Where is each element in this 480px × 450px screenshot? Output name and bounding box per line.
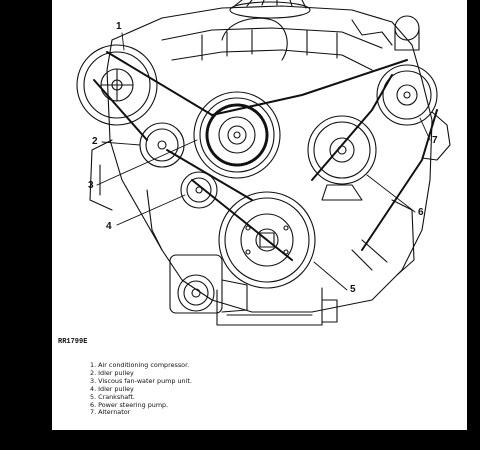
legend-item: 7. Alternator bbox=[90, 408, 131, 417]
alternator bbox=[376, 64, 451, 161]
callout-3: 3 bbox=[88, 180, 94, 191]
lower-motor bbox=[169, 254, 248, 314]
legend-item: 2. Idler pulley bbox=[90, 368, 134, 377]
engine-belt-drawing bbox=[76, 0, 451, 326]
legend-item: 5. Crankshaft. bbox=[90, 392, 135, 401]
callout-1: 1 bbox=[116, 21, 122, 32]
leader-lines bbox=[96, 32, 431, 291]
callout-4: 4 bbox=[106, 221, 112, 232]
crankshaft-pulley bbox=[218, 191, 316, 289]
idler-pulley-lower bbox=[180, 171, 218, 209]
callout-7: 7 bbox=[432, 135, 438, 146]
ac-compressor bbox=[76, 44, 158, 126]
legend-list: 1. Air conditioning compressor. 2. Idler… bbox=[90, 361, 192, 417]
legend-item: 3. Viscous fan-water pump unit. bbox=[90, 376, 192, 385]
callout-2: 2 bbox=[92, 136, 98, 147]
callout-5: 5 bbox=[350, 284, 356, 295]
vacuum-canister bbox=[394, 15, 420, 51]
distributor bbox=[221, 0, 311, 61]
viscous-fan bbox=[193, 91, 281, 179]
legend-item: 4. Idler pulley bbox=[90, 384, 134, 393]
legend-item: 1. Air conditioning compressor. bbox=[90, 361, 190, 369]
oil-pan bbox=[216, 287, 338, 326]
idler-pulley-upper bbox=[139, 122, 185, 168]
drive-belt bbox=[93, 51, 438, 261]
legend-item: 6. Power steering pump. bbox=[90, 400, 169, 409]
engine-block bbox=[89, 5, 433, 313]
figure-code: RR1799E bbox=[58, 338, 88, 346]
diagram-page: 1 2 3 4 5 6 7 RR1799E 1. Air conditionin… bbox=[52, 0, 467, 430]
callout-6: 6 bbox=[418, 207, 424, 218]
power-steering-pump bbox=[307, 115, 377, 201]
